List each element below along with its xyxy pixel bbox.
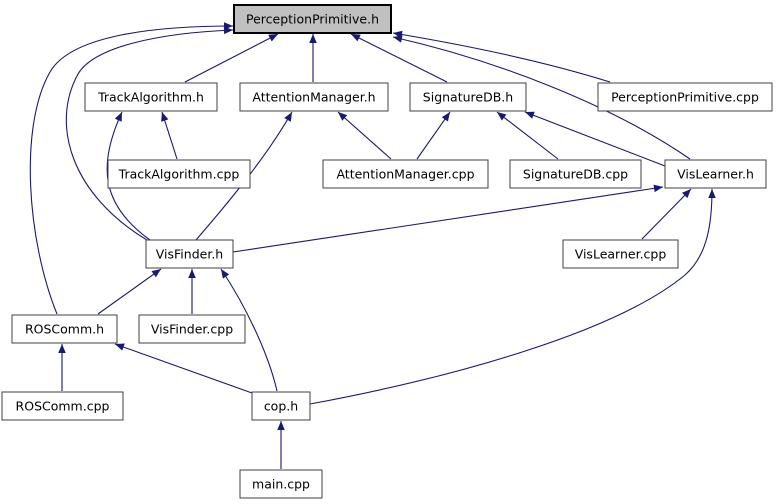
edge-ROSComm_h-to-VisFinder_h [97,268,162,315]
edge-AttentionManager_cpp-to-SignatureDB_h [416,111,451,160]
edge-TrackAlgorithm_cpp-to-TrackAlgorithm_h [161,111,178,160]
node-box-ROSComm_h[interactable] [11,314,118,344]
node-label-VisLearner_h: VisLearner.h [677,167,754,182]
node-AttentionManager_cpp[interactable]: AttentionManager.cpp [322,159,489,189]
edge-VisLearner_h-to-SignatureDB_h [524,111,666,167]
node-box-VisFinder_h[interactable] [145,239,234,269]
node-label-ROSComm_h: ROSComm.h [25,322,104,337]
edge-cop_h-to-VisLearner_h [309,188,716,405]
node-box-PerceptionPrimitive_h[interactable] [233,4,392,34]
edge-VisFinder_h-to-VisLearner_h [232,184,664,253]
edge-VisFinder_h-to-PerceptionPrimitive_h [65,26,234,241]
edge-VisLearner_h-to-PerceptionPrimitive_h [392,35,691,160]
node-SignatureDB_cpp[interactable]: SignatureDB.cpp [509,159,642,189]
node-AttentionManager_h[interactable]: AttentionManager.h [239,82,389,112]
edge-AttentionManager_cpp-to-AttentionManager_h [337,111,392,160]
node-label-VisFinder_h: VisFinder.h [156,247,223,262]
node-TrackAlgorithm_cpp[interactable]: TrackAlgorithm.cpp [107,159,251,189]
edge-SignatureDB_cpp-to-SignatureDB_h [496,111,559,160]
node-box-VisLearner_cpp[interactable] [562,239,679,269]
edge-PerceptionPrimitive_cpp-to-PerceptionPrimitive_h [392,30,611,83]
node-label-TrackAlgorithm_cpp: TrackAlgorithm.cpp [118,167,240,182]
node-box-AttentionManager_h[interactable] [239,82,389,112]
node-box-TrackAlgorithm_cpp[interactable] [107,159,251,189]
node-label-AttentionManager_cpp: AttentionManager.cpp [336,167,474,182]
node-label-PerceptionPrimitive_cpp: PerceptionPrimitive.cpp [611,90,759,105]
node-box-VisFinder_cpp[interactable] [138,314,246,344]
node-VisLearner_h[interactable]: VisLearner.h [664,159,767,189]
node-SignatureDB_h[interactable]: SignatureDB.h [409,82,527,112]
node-ROSComm_h[interactable]: ROSComm.h [11,314,118,344]
node-label-ROSComm_cpp: ROSComm.cpp [16,399,110,414]
node-label-VisLearner_cpp: VisLearner.cpp [575,247,667,262]
node-cop_h[interactable]: cop.h [251,391,311,421]
node-box-ROSComm_cpp[interactable] [1,391,124,421]
node-box-main_cpp[interactable] [239,469,323,499]
node-label-VisFinder_cpp: VisFinder.cpp [151,322,233,337]
edge-TrackAlgorithm_h-to-PerceptionPrimitive_h [184,33,279,83]
edge-cop_h-to-ROSComm_h [114,343,253,394]
node-main_cpp[interactable]: main.cpp [239,469,323,499]
edge-SignatureDB_h-to-PerceptionPrimitive_h [350,33,448,83]
node-TrackAlgorithm_h[interactable]: TrackAlgorithm.h [84,82,218,112]
node-PerceptionPrimitive_h[interactable]: PerceptionPrimitive.h [233,4,392,34]
node-VisLearner_cpp[interactable]: VisLearner.cpp [562,239,679,269]
node-label-main_cpp: main.cpp [252,477,310,492]
node-ROSComm_cpp[interactable]: ROSComm.cpp [1,391,124,421]
edges-layer [29,22,716,469]
node-box-cop_h[interactable] [251,391,311,421]
node-label-AttentionManager_h: AttentionManager.h [252,90,375,105]
node-VisFinder_h[interactable]: VisFinder.h [145,239,234,269]
node-label-PerceptionPrimitive_h: PerceptionPrimitive.h [246,12,379,27]
edge-cop_h-to-VisFinder_h [220,268,278,392]
node-label-SignatureDB_h: SignatureDB.h [423,90,513,105]
node-box-TrackAlgorithm_h[interactable] [84,82,218,112]
node-label-TrackAlgorithm_h: TrackAlgorithm.h [97,90,204,105]
edge-VisLearner_cpp-to-VisLearner_h [641,188,692,240]
node-box-SignatureDB_h[interactable] [409,82,527,112]
node-box-AttentionManager_cpp[interactable] [322,159,489,189]
node-label-SignatureDB_cpp: SignatureDB.cpp [523,167,628,182]
node-box-VisLearner_h[interactable] [664,159,767,189]
edge-ROSComm_h-to-PerceptionPrimitive_h [29,22,234,315]
node-box-PerceptionPrimitive_cpp[interactable] [597,82,773,112]
node-box-SignatureDB_cpp[interactable] [509,159,642,189]
node-label-cop_h: cop.h [264,399,298,414]
node-PerceptionPrimitive_cpp[interactable]: PerceptionPrimitive.cpp [597,82,773,112]
node-VisFinder_cpp[interactable]: VisFinder.cpp [138,314,246,344]
